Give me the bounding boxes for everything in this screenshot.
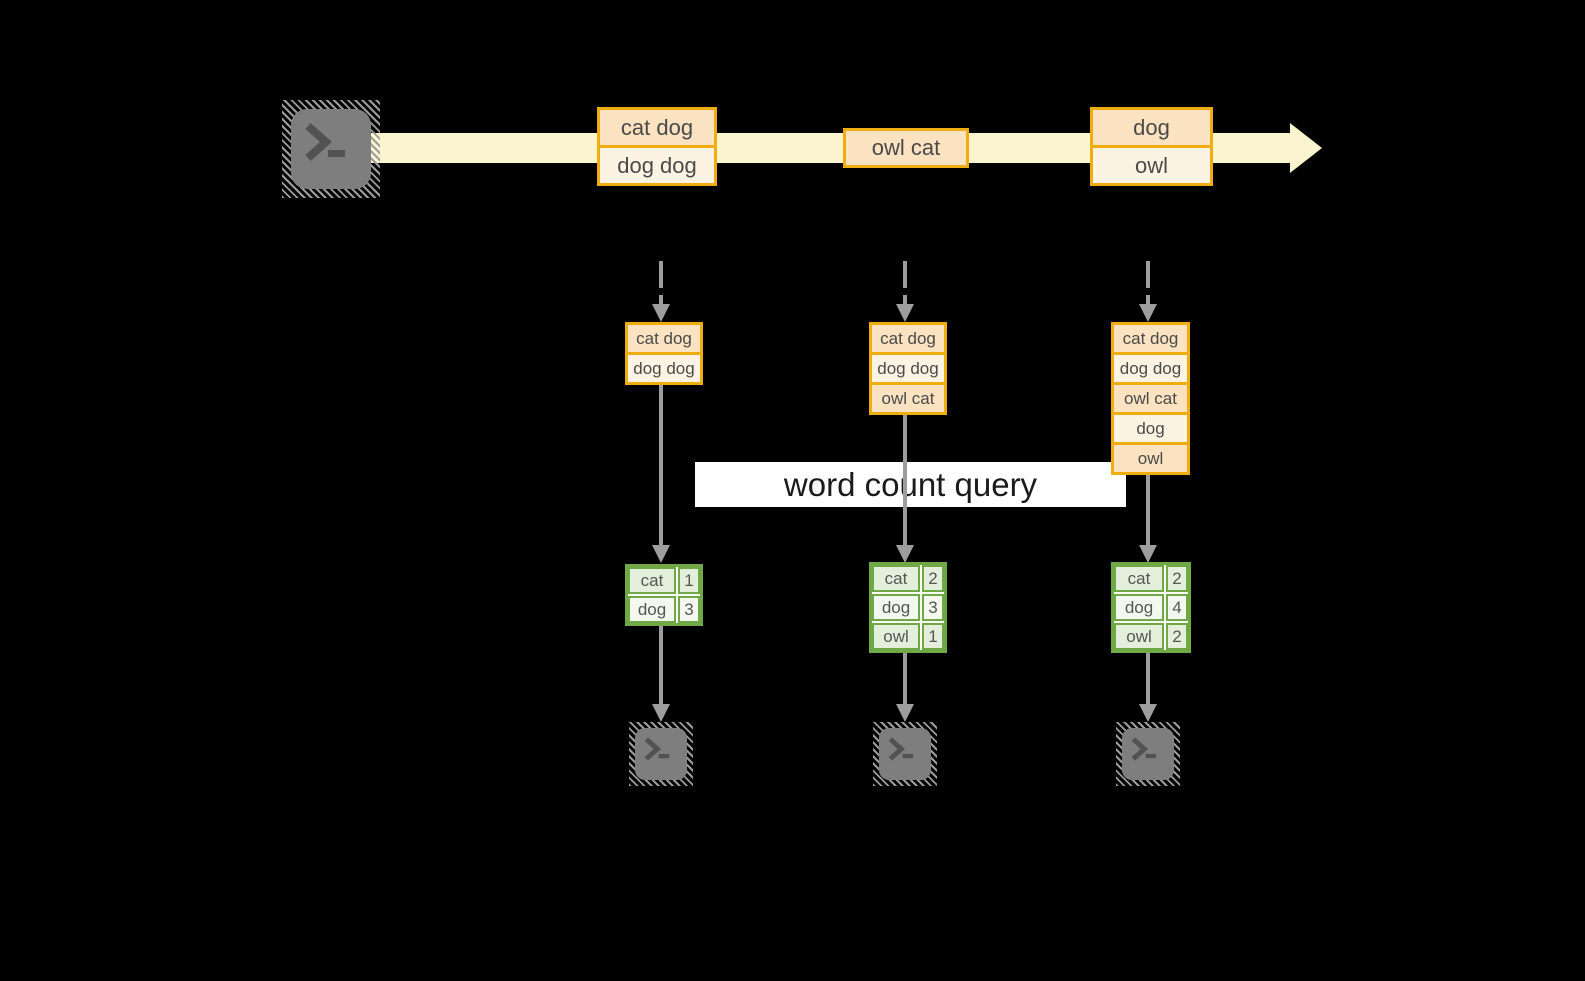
state-record: owl cat <box>1114 382 1187 412</box>
state-record: dog dog <box>872 352 944 382</box>
query-banner: word count query <box>695 462 1126 507</box>
terminal-screen <box>879 728 931 780</box>
ingest-arrow-dash <box>903 261 907 288</box>
stream-record: dog <box>1093 110 1210 145</box>
count-cell: 3 <box>678 596 700 623</box>
sink-terminal-icon <box>873 722 937 786</box>
terminal-prompt-icon <box>1131 737 1157 761</box>
ingest-arrow-dash <box>1146 261 1150 288</box>
word-cell: dog <box>872 594 920 621</box>
result-arrowhead-icon <box>1139 704 1157 722</box>
stream-record: cat dog <box>600 110 714 145</box>
ingest-arrowhead-icon <box>652 304 670 322</box>
stream-batch-3: dog owl <box>1090 107 1213 186</box>
count-cell: 3 <box>922 594 944 621</box>
result-arrow-line <box>1146 653 1150 704</box>
result-arrow-line <box>903 653 907 704</box>
query-arrowhead-icon <box>652 545 670 563</box>
ingest-arrow-dash <box>659 295 663 306</box>
state-record: cat dog <box>1114 325 1187 352</box>
source-terminal-icon <box>282 100 380 198</box>
state-record: dog dog <box>628 352 700 382</box>
count-cell: 2 <box>922 565 944 592</box>
word-cell: owl <box>872 623 920 650</box>
query-arrow-line <box>1146 475 1150 545</box>
word-cell: dog <box>1114 594 1164 621</box>
result-arrowhead-icon <box>652 704 670 722</box>
ingest-arrowhead-icon <box>1139 304 1157 322</box>
terminal-prompt-icon <box>305 123 345 161</box>
stream-arrowhead-icon <box>1290 123 1322 173</box>
result-arrow-line <box>659 626 663 704</box>
stream-batch-1: cat dog dog dog <box>597 107 717 186</box>
terminal-screen <box>1122 728 1174 780</box>
state-record: owl cat <box>872 382 944 412</box>
result-arrowhead-icon <box>896 704 914 722</box>
word-cell: cat <box>628 567 676 594</box>
word-count-table-2: cat 2 dog 3 owl 1 <box>869 562 947 653</box>
word-count-table-1: cat 1 dog 3 <box>625 564 703 626</box>
state-stack-1: cat dog dog dog <box>625 322 703 385</box>
ingest-arrow-dash <box>659 261 663 288</box>
sink-terminal-icon <box>1116 722 1180 786</box>
query-arrow-line <box>903 415 907 545</box>
state-record: dog <box>1114 412 1187 442</box>
state-record: owl <box>1114 442 1187 472</box>
count-cell: 4 <box>1166 594 1188 621</box>
word-cell: dog <box>628 596 676 623</box>
word-cell: owl <box>1114 623 1164 650</box>
stream-record: owl <box>1093 145 1210 183</box>
stream-record: owl cat <box>846 131 966 165</box>
state-stack-2: cat dog dog dog owl cat <box>869 322 947 415</box>
state-stack-3: cat dog dog dog owl cat dog owl <box>1111 322 1190 475</box>
query-arrow-line <box>659 385 663 545</box>
count-cell: 2 <box>1166 623 1188 650</box>
state-record: cat dog <box>628 325 700 352</box>
word-cell: cat <box>872 565 920 592</box>
count-cell: 1 <box>678 567 700 594</box>
count-cell: 1 <box>922 623 944 650</box>
query-arrowhead-icon <box>896 545 914 563</box>
ingest-arrowhead-icon <box>896 304 914 322</box>
count-cell: 2 <box>1166 565 1188 592</box>
terminal-screen <box>291 109 371 189</box>
word-count-table-3: cat 2 dog 4 owl 2 <box>1111 562 1191 653</box>
word-cell: cat <box>1114 565 1164 592</box>
state-record: dog dog <box>1114 352 1187 382</box>
stream-record: dog dog <box>600 145 714 183</box>
sink-terminal-icon <box>629 722 693 786</box>
ingest-arrow-dash <box>903 295 907 306</box>
ingest-arrow-dash <box>1146 295 1150 306</box>
terminal-prompt-icon <box>888 737 914 761</box>
query-arrowhead-icon <box>1139 545 1157 563</box>
terminal-screen <box>635 728 687 780</box>
terminal-prompt-icon <box>644 737 670 761</box>
state-record: cat dog <box>872 325 944 352</box>
stream-batch-2: owl cat <box>843 128 969 168</box>
